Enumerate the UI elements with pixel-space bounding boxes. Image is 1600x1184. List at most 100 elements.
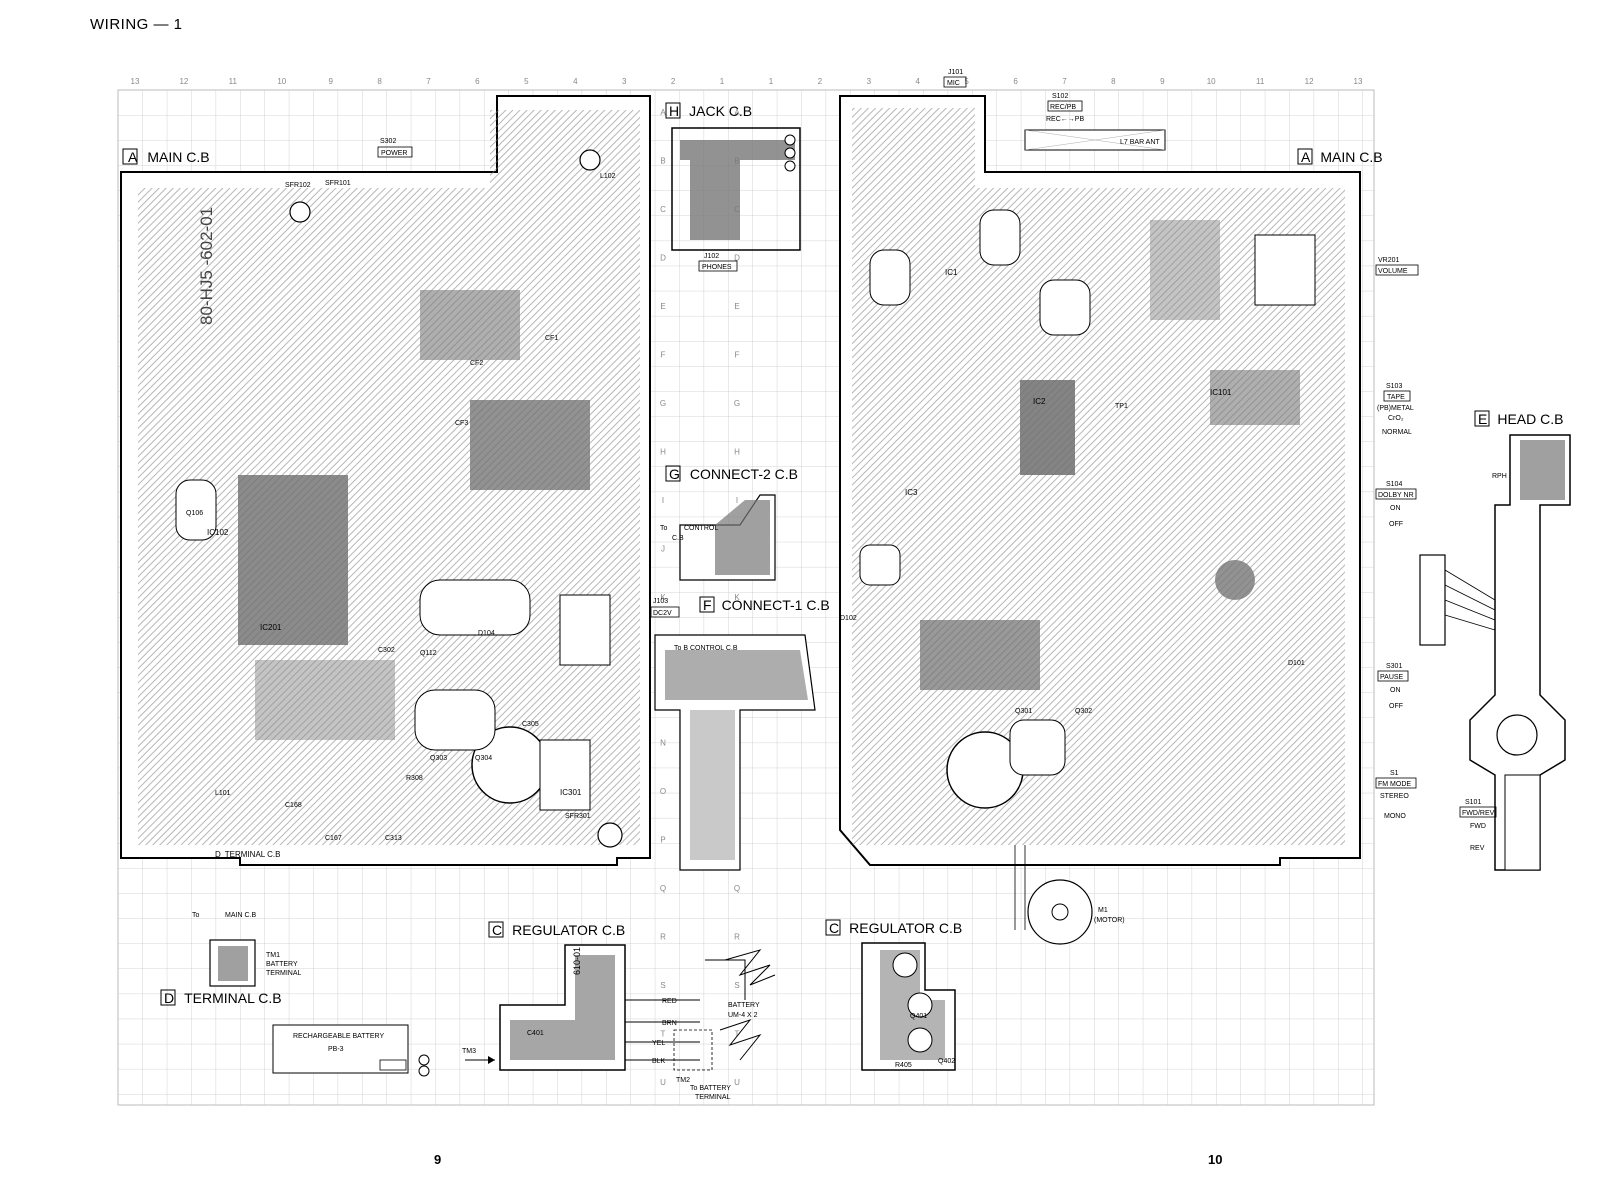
regulator-board-right xyxy=(861,942,956,1071)
grid-column-label: 5 xyxy=(524,77,529,86)
s1-label: S1 xyxy=(1390,770,1399,777)
rechargeable-label: RECHARGEABLE BATTERY xyxy=(293,1033,384,1040)
grid-row-label: T xyxy=(735,1030,740,1039)
fwd-rev-label: FWD/REV xyxy=(1462,810,1495,817)
grid-row-label: S xyxy=(660,981,665,990)
recpb-arrow-label: REC←→PB xyxy=(1046,116,1084,123)
page-title: WIRING — 1 xyxy=(90,16,183,33)
grid-column-label: 11 xyxy=(1256,77,1265,86)
tm1-label: TM1 xyxy=(266,952,280,959)
board-letter-jack: H xyxy=(669,103,679,119)
wire-red-label: RED xyxy=(662,998,677,1005)
grid-row-label: D xyxy=(734,254,740,263)
grid-row-label: D xyxy=(660,254,666,263)
vr201-label: VR201 xyxy=(1378,257,1400,264)
s302-label: S302 xyxy=(380,138,396,145)
r308-label: R308 xyxy=(406,775,423,782)
grid-row-label: E xyxy=(734,302,739,311)
to-main-board-label: MAIN C.B xyxy=(225,912,256,919)
cf1-label: CF1 xyxy=(545,335,558,342)
q401-label: Q401 xyxy=(910,1013,927,1020)
s104-label: S104 xyxy=(1386,481,1402,488)
mono-label: MONO xyxy=(1384,813,1406,820)
grid-column-label: 7 xyxy=(426,77,431,86)
q302-label: Q302 xyxy=(1075,708,1092,715)
to-battery-label-1: To BATTERY xyxy=(690,1085,731,1092)
grid-column-label: 8 xyxy=(1111,77,1116,86)
board-letter-main_left: A xyxy=(128,149,138,165)
tape-opt1-label: (PB)METAL xyxy=(1377,405,1414,412)
ic1-label: IC1 xyxy=(945,268,958,277)
q301-label: Q301 xyxy=(1015,708,1032,715)
pause-on-label: ON xyxy=(1390,687,1401,694)
to-battery-label-2: TERMINAL xyxy=(695,1094,731,1101)
grid-row-label: G xyxy=(660,399,666,408)
grid-column-label: 2 xyxy=(671,77,676,86)
grid-row-label: C xyxy=(660,205,666,214)
grid-row-label: T xyxy=(661,1030,666,1039)
grid-row-label: N xyxy=(660,739,666,748)
regulator-board-left xyxy=(499,944,776,1071)
grid-row-label: S xyxy=(734,981,739,990)
to-b-control-label: To B CONTROL C.B xyxy=(674,645,738,652)
mic-label: MIC xyxy=(947,80,960,87)
grid-row-label: F xyxy=(661,351,666,360)
grid-row-label: A xyxy=(660,108,666,117)
pb3-label: PB-3 xyxy=(328,1046,344,1053)
j101-label: J101 xyxy=(948,69,963,76)
grid-row-label: K xyxy=(660,593,666,602)
tm3-label: TM3 xyxy=(462,1048,476,1055)
grid-column-label: 5 xyxy=(964,77,969,86)
q303-label: Q303 xyxy=(430,755,447,762)
d101-label: D101 xyxy=(1288,660,1305,667)
grid-column-label: 10 xyxy=(277,77,286,86)
grid-column-label: 11 xyxy=(229,77,238,86)
battery-terminal-label-2: TERMINAL xyxy=(266,970,302,977)
wire-brn-label: BRN xyxy=(662,1020,677,1027)
to-main-label: To xyxy=(192,912,200,919)
board-name-main_right: MAIN C.B xyxy=(1320,149,1382,165)
c167-label: C167 xyxy=(325,835,342,842)
grid-column-label: 3 xyxy=(867,77,872,86)
l102-label: L102 xyxy=(600,173,616,180)
r405-label: R405 xyxy=(895,1062,912,1069)
terminal-board xyxy=(209,939,256,987)
tp1-label: TP1 xyxy=(1115,403,1128,410)
ic3-label: IC3 xyxy=(905,488,918,497)
motor xyxy=(1014,845,1093,945)
board-name-regulator_left: REGULATOR C.B xyxy=(512,922,625,938)
board-letter-head: E xyxy=(1478,411,1487,427)
sfr102-label: SFR102 xyxy=(285,182,311,189)
page-number-left: 9 xyxy=(434,1152,442,1167)
grid-column-label: 3 xyxy=(622,77,627,86)
q112-label: Q112 xyxy=(420,650,437,657)
connect1-board xyxy=(654,634,816,871)
ic301-label: IC301 xyxy=(560,788,582,797)
to-control-label: To xyxy=(660,525,668,532)
q402-label: Q402 xyxy=(938,1058,955,1065)
j103-label: J103 xyxy=(653,598,668,605)
grid-column-label: 1 xyxy=(720,77,725,86)
main-board-left xyxy=(120,95,651,866)
control-label: CONTROL xyxy=(684,525,718,532)
grid-row-label: F xyxy=(735,351,740,360)
grid-row-label: Q xyxy=(660,884,666,893)
q304-label: Q304 xyxy=(475,755,492,762)
pause-off-label: OFF xyxy=(1389,703,1403,710)
board-name-jack: JACK C.B xyxy=(689,103,752,119)
grid-row-label: R xyxy=(734,933,740,942)
um4-label: UM-4 X 2 xyxy=(728,1012,758,1019)
grid-row-label: P xyxy=(660,836,665,845)
grid-row-label: I xyxy=(736,496,738,505)
grid-column-label: 6 xyxy=(1013,77,1018,86)
grid-column-label: 4 xyxy=(573,77,578,86)
rechargeable-battery xyxy=(272,1024,495,1077)
